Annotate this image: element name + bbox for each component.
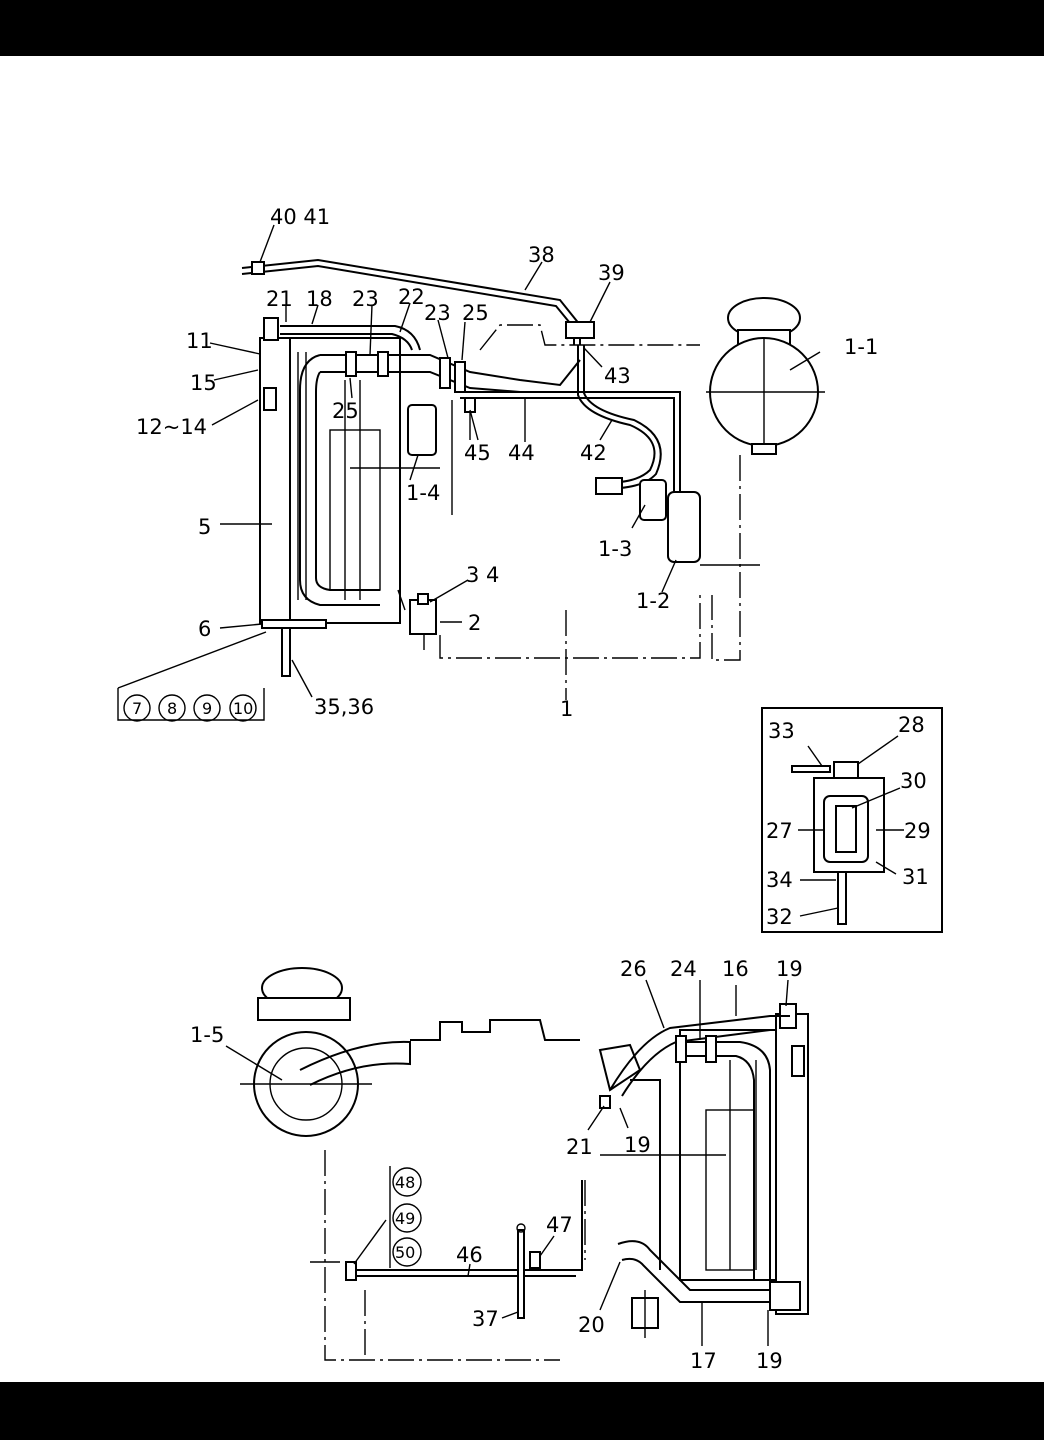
circle-9 (193, 694, 221, 722)
inset-label-33: 33 (768, 719, 795, 743)
mount-2 (409, 599, 437, 635)
label-47: 47 (546, 1213, 573, 1237)
label-45: 45 (464, 441, 491, 465)
circle-8-label: 8 (167, 699, 177, 718)
label-18: 18 (306, 287, 333, 311)
label-38: 38 (528, 243, 555, 267)
reserve-tank-inset: 33 28 30 27 29 34 31 32 (761, 707, 943, 933)
label-6: 6 (198, 617, 211, 641)
label-44: 44 (508, 441, 535, 465)
bolt-35-36 (281, 627, 291, 677)
label-40-41: 40 41 (270, 205, 330, 229)
bracket-19-lower (769, 1281, 801, 1311)
label-34: 3 4 (466, 563, 499, 587)
label-24: 24 (670, 957, 697, 981)
circle-49-label: 49 (395, 1209, 415, 1228)
bracket-39 (565, 321, 595, 339)
inset-label-29: 29 (904, 819, 931, 843)
label-1-2: 1-2 (636, 589, 670, 613)
inset-label-32: 32 (766, 905, 793, 929)
circle-7 (123, 694, 151, 722)
drain-pipe-32 (837, 871, 847, 925)
radiator-side-frame (259, 337, 291, 624)
tank-1-4 (407, 404, 437, 456)
circle-48 (392, 1167, 422, 1197)
bottom-black-bar (0, 1382, 1044, 1440)
inset-label-31: 31 (902, 865, 929, 889)
clip-40 (251, 261, 265, 275)
label-19-b: 19 (624, 1133, 651, 1157)
label-21-b: 21 (566, 1135, 593, 1159)
label-43: 43 (604, 364, 631, 388)
inset-label-34: 34 (766, 868, 793, 892)
bolt-37 (517, 1229, 525, 1319)
circled-parts-48-50: 48 49 50 (389, 1166, 422, 1268)
label-1-5: 1-5 (190, 1023, 224, 1047)
label-1-4: 1-4 (406, 481, 440, 505)
top-view: 40 41 38 39 21 18 23 22 23 25 11 1-1 15 … (117, 205, 878, 722)
radiator-core (289, 337, 401, 624)
circle-50-label: 50 (395, 1243, 415, 1262)
label-21: 21 (266, 287, 293, 311)
label-16: 16 (722, 957, 749, 981)
label-26: 26 (620, 957, 647, 981)
label-1: 1 (560, 697, 573, 721)
filter-1-3 (639, 479, 667, 521)
circle-9-label: 9 (202, 699, 212, 718)
label-19: 19 (776, 957, 803, 981)
circled-parts-7-10: 7 8 9 10 (117, 688, 265, 722)
bracket-6 (261, 619, 327, 629)
overflow-pipe-33 (791, 765, 831, 773)
label-23: 23 (352, 287, 379, 311)
label-35-36: 35,36 (314, 695, 374, 719)
label-42: 42 (580, 441, 607, 465)
inset-label-30: 30 (900, 769, 927, 793)
label-1-3: 1-3 (598, 537, 632, 561)
label-11: 11 (186, 329, 213, 353)
label-25: 25 (462, 301, 489, 325)
label-20: 20 (578, 1313, 605, 1337)
label-22: 22 (398, 285, 425, 309)
label-12-14: 12~14 (136, 415, 207, 439)
circle-7-label: 7 (132, 699, 142, 718)
circle-48-label: 48 (395, 1173, 415, 1192)
label-46: 46 (456, 1243, 483, 1267)
label-25-b: 25 (332, 399, 359, 423)
inset-label-28: 28 (898, 713, 925, 737)
circle-50 (392, 1237, 422, 1267)
label-2: 2 (468, 611, 481, 635)
circle-8 (158, 694, 186, 722)
label-15: 15 (190, 371, 217, 395)
label-1-1: 1-1 (844, 335, 878, 359)
label-5: 5 (198, 515, 211, 539)
label-23-b: 23 (424, 301, 451, 325)
label-17: 17 (690, 1349, 717, 1373)
filter-1-2 (667, 491, 701, 563)
label-39: 39 (598, 261, 625, 285)
label-19-c: 19 (756, 1349, 783, 1373)
tank-cap-28 (833, 761, 859, 779)
inset-label-27: 27 (766, 819, 793, 843)
top-black-bar (0, 0, 1044, 56)
inset-frame (761, 707, 943, 933)
circle-10-label: 10 (233, 699, 253, 718)
circle-49 (392, 1203, 422, 1233)
circle-10 (229, 694, 257, 722)
bottom-view: 48 49 50 26 24 16 19 1-5 21 19 46 47 37 … (190, 957, 809, 1373)
label-37: 37 (472, 1307, 499, 1331)
